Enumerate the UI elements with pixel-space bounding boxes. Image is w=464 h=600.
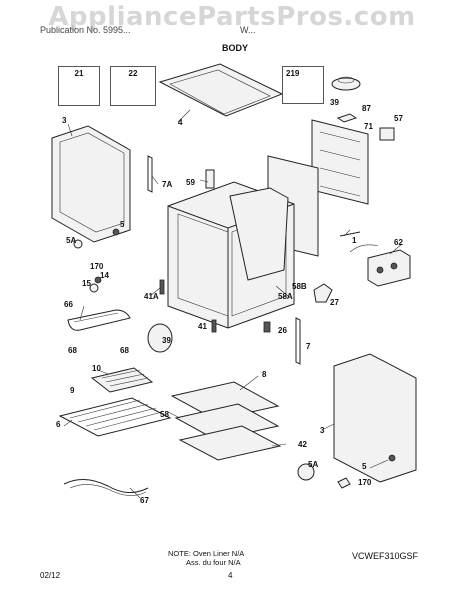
part-label: 58B [292,282,307,291]
bake-element-shape [67,309,131,331]
part-label: 39 [162,336,171,345]
part-26-shape [263,321,271,333]
part-label: 41A [144,292,159,301]
hinge-7-shape [295,317,301,365]
rear-panel-shape [311,119,369,205]
part-label: 10 [92,364,101,373]
part-label: 1 [352,236,357,245]
part-label: 14 [100,271,109,280]
drawer-42-shape [178,425,282,461]
part-label: 5 [362,462,367,471]
part-label: 4 [178,118,183,127]
part-label: 39 [330,98,339,107]
terminal-block-shape [367,249,411,287]
switch-27-shape [313,283,333,303]
part-label: 8 [262,370,267,379]
part-87-shape [336,113,358,123]
part-41a-shape [159,279,165,295]
part-label: 6 [56,420,61,429]
part-label: 27 [330,298,339,307]
callout-box-219: 219 [282,66,324,104]
screw-5-shape [112,228,120,236]
callout-number: 21 [74,69,84,78]
publication-number: Publication No. 5995... [40,25,131,35]
part-label: 67 [140,496,149,505]
right-side-panel-shape [333,353,417,483]
section-title: BODY [222,43,249,53]
callout-number: 22 [128,69,138,78]
part-label: 58 [160,410,169,419]
hinge-7a-shape [147,155,153,193]
part-label: 87 [362,104,371,113]
watermark-text: AppliancePartsPros.com [48,2,416,32]
model-prefix: W... [240,25,256,35]
part-label: 58A [278,292,293,301]
part-label: 7 [306,342,311,351]
part-label: 7A [162,180,173,189]
part-label: 57 [394,114,403,123]
page-number: 4 [228,571,233,580]
part-label: 9 [70,386,75,395]
part-5a-shape [73,239,83,249]
callout-box-22: 22 [110,66,156,106]
callout-box-21: 21 [58,66,100,106]
part-59-shape [205,169,215,189]
callout-number: 219 [286,69,300,78]
part-label: 59 [186,178,195,187]
broiler-pan-shape [90,367,154,393]
part-label: 5A [308,460,319,469]
note-line-english: NOTE: Oven Liner N/A [168,549,245,558]
part-label: 5A [66,236,77,245]
part-5a-bottom-shape [297,463,315,481]
part-57-shape [379,127,395,141]
part-15-shape [89,283,99,293]
left-side-panel-shape [51,125,131,243]
part-14-shape [94,276,102,284]
oven-liner-note: NOTE: Oven Liner N/A Ass. du four N/A [168,549,244,567]
screw-5-bottom-shape [388,454,396,462]
part-label: 170 [90,262,104,271]
part-label: 42 [298,440,307,449]
part-label: 66 [64,300,73,309]
part-label: 15 [82,279,91,288]
surface-burner-shape [331,77,361,91]
note-line-french: Ass. du four N/A [186,558,241,567]
part-label: 5 [120,220,125,229]
part-label: 68 [120,346,129,355]
part-41-shape [211,319,217,333]
part-39-shape [147,323,173,353]
part-label: 68 [68,346,77,355]
insulation-blanket-shape [229,187,289,281]
part-label: 41 [198,322,207,331]
part-1-shape [339,231,361,237]
part-label: 3 [62,116,67,125]
oven-rack-shape [58,397,172,437]
part-label: 62 [394,238,403,247]
part-label: 3 [320,426,325,435]
footer-date: 02/12 [40,571,61,580]
part-label: 26 [278,326,287,335]
part-170-bottom-shape [337,477,351,489]
part-label: 71 [364,122,373,131]
broil-element-shape [63,479,149,493]
model-code: VCWEF310GSF [352,551,419,561]
part-label: 170 [358,478,372,487]
